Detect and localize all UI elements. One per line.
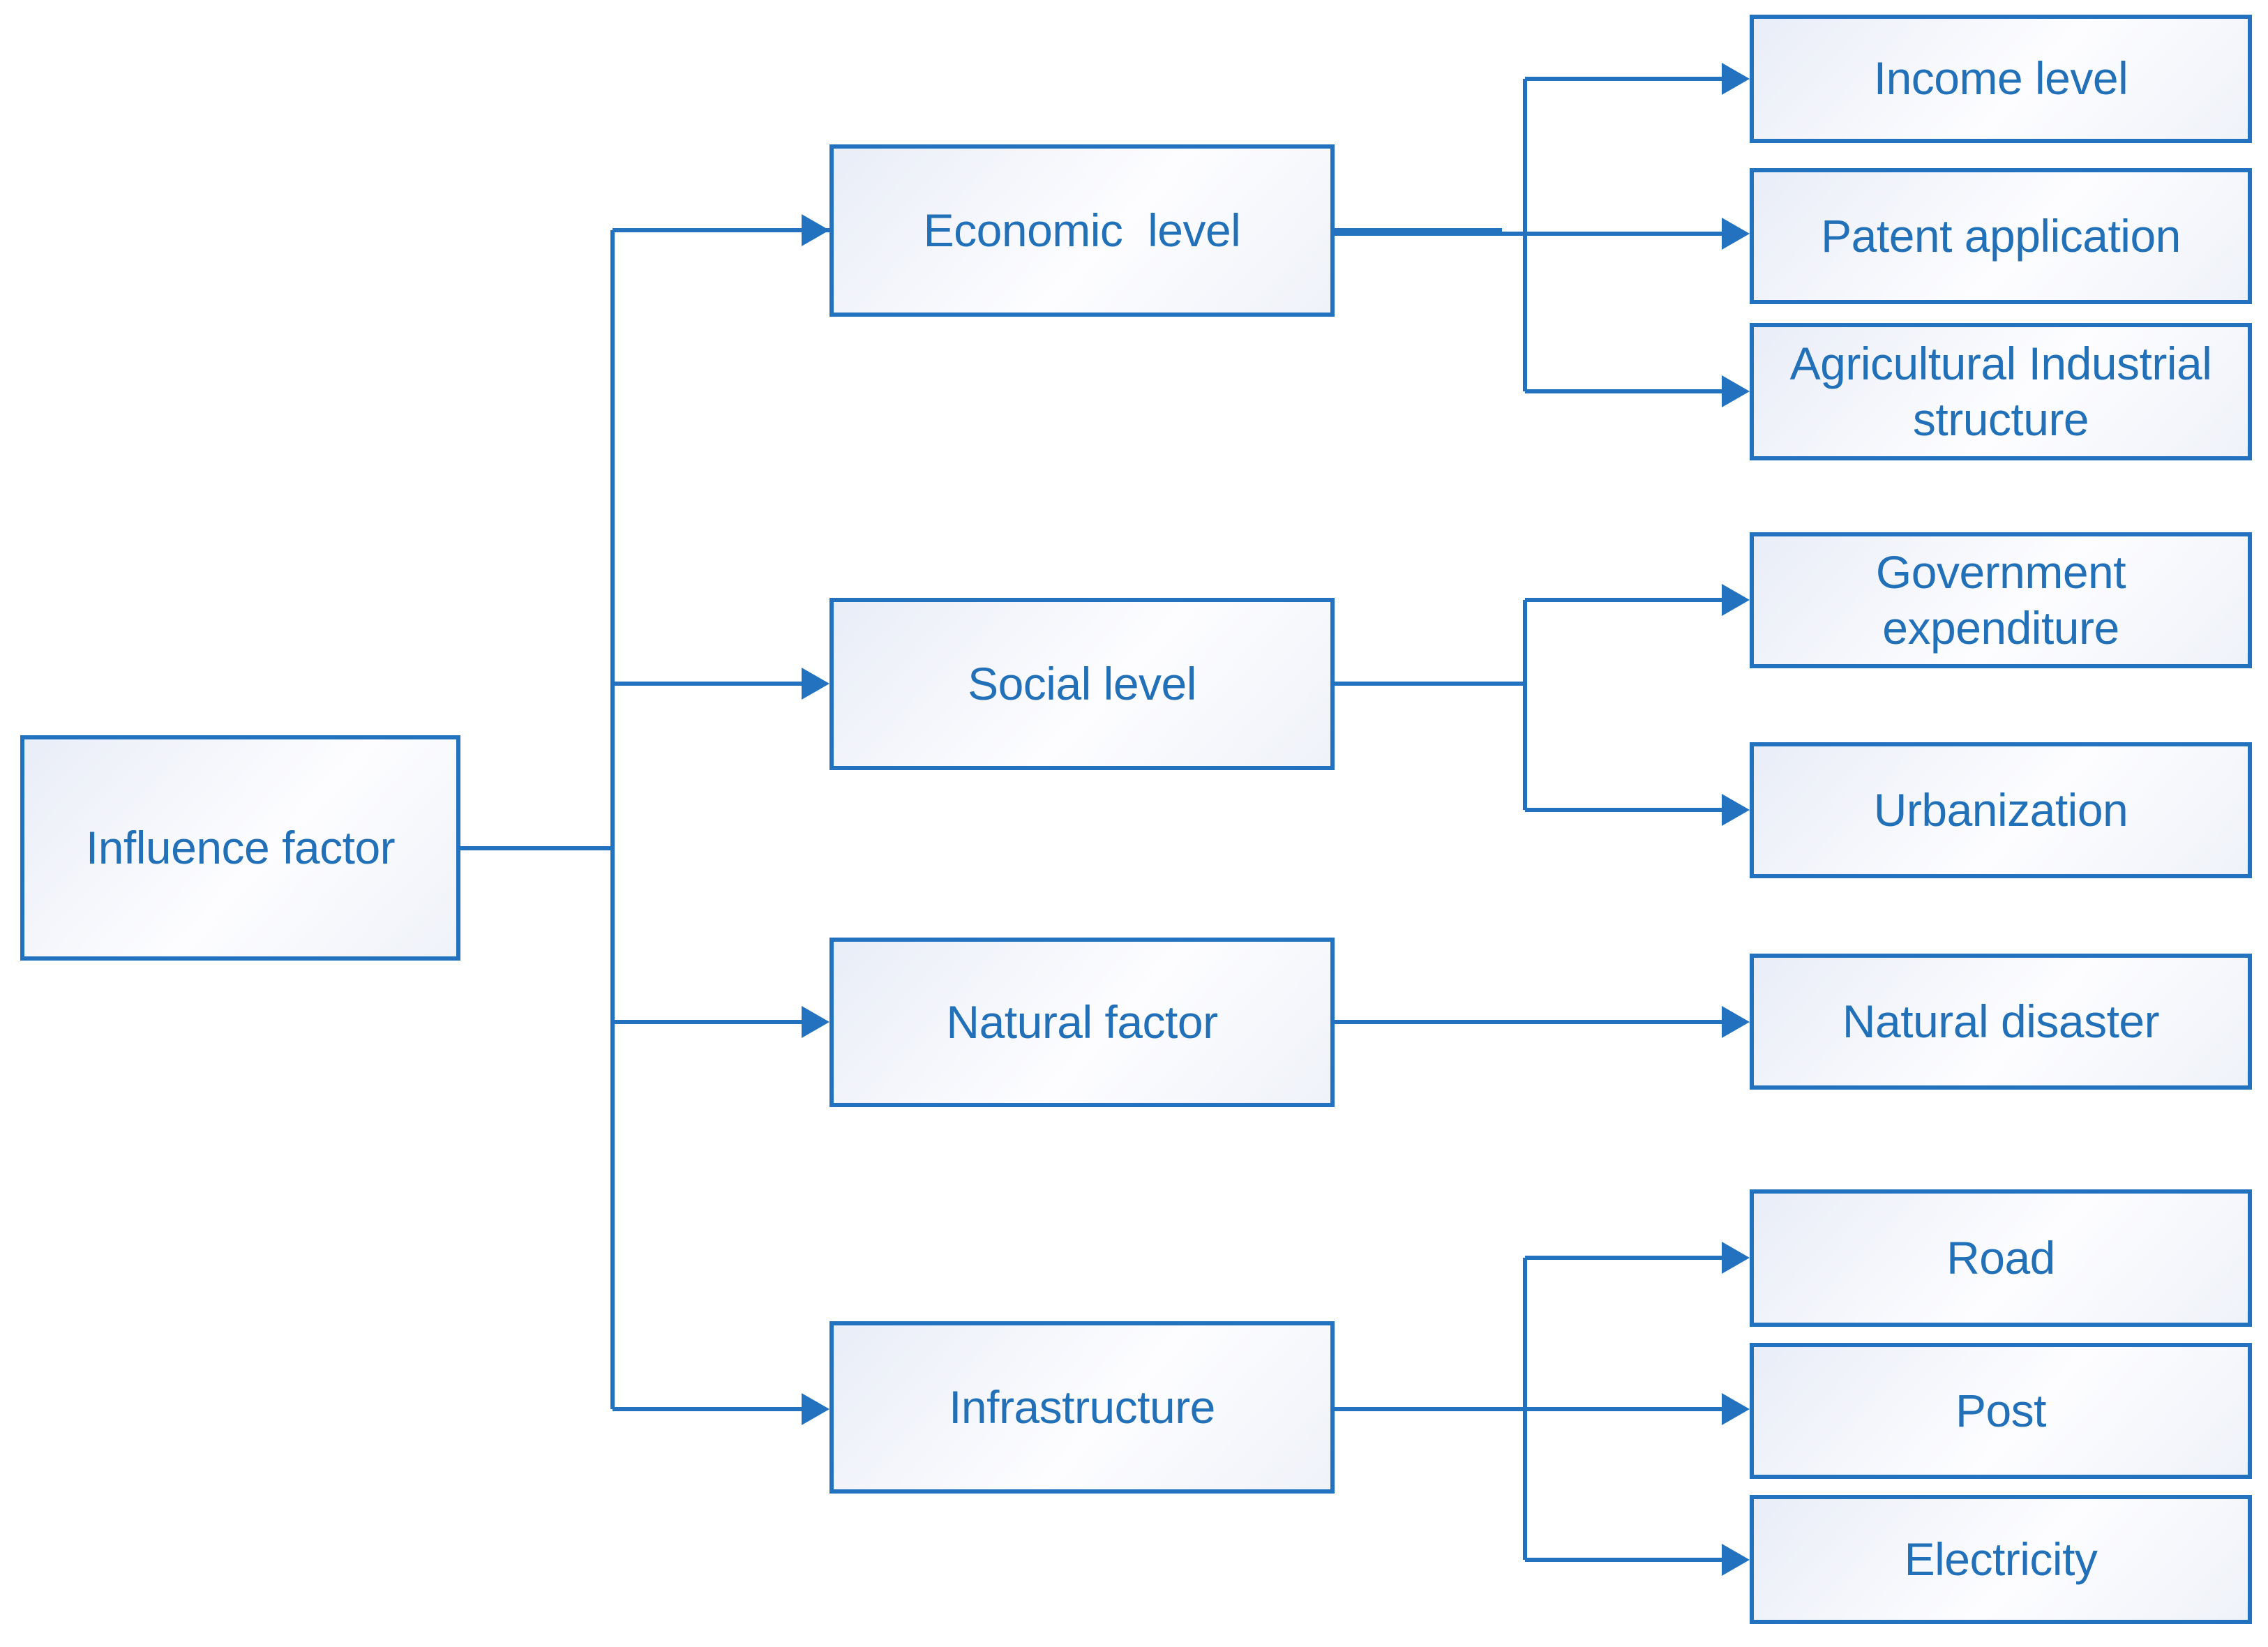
node-label: Income level: [1873, 52, 2128, 105]
node-label: Patent application: [1821, 209, 2181, 262]
economic-branch: [1335, 63, 1750, 407]
node-label: Natural disaster: [1842, 995, 2160, 1047]
node-urbanization: Urbanization: [1750, 742, 2252, 878]
arrowhead-agricultural: [1722, 375, 1750, 407]
arrowhead-disaster: [1722, 1006, 1750, 1038]
node-label: Urbanization: [1873, 783, 2128, 836]
node-label: Electricity: [1904, 1533, 2098, 1585]
node-label: Post: [1955, 1384, 2047, 1436]
natural-branch: [1335, 1006, 1750, 1038]
node-agricultural-industrial-structure: Agricultural Industrial structure: [1750, 323, 2252, 460]
infrastructure-branch: [1335, 1242, 1750, 1576]
node-label: Agricultural Industrial structure: [1789, 338, 2212, 445]
node-infrastructure: Infrastructure: [829, 1321, 1335, 1494]
arrowhead-urbanization: [1722, 794, 1750, 826]
node-economic-level: Economic level: [829, 144, 1335, 317]
arrowhead-natural: [802, 1006, 829, 1038]
node-government-expenditure: Government expenditure: [1750, 532, 2252, 668]
arrowhead-patent: [1722, 218, 1750, 250]
node-label: Influence factor: [85, 821, 396, 873]
social-branch: [1335, 584, 1750, 826]
node-label: Road: [1946, 1231, 2055, 1284]
root-branch: [460, 214, 1502, 1425]
node-natural-disaster: Natural disaster: [1750, 954, 2252, 1090]
arrowhead-post: [1722, 1393, 1750, 1425]
arrowhead-infrastructure: [802, 1393, 829, 1425]
arrowhead-electricity: [1722, 1544, 1750, 1576]
node-social-level: Social level: [829, 598, 1335, 770]
node-label: Economic level: [923, 204, 1241, 256]
node-electricity: Electricity: [1750, 1495, 2252, 1624]
node-influence-factor: Influence factor: [20, 735, 460, 961]
arrowhead-road: [1722, 1242, 1750, 1274]
arrowhead-social: [802, 668, 829, 700]
arrowhead-income: [1722, 63, 1750, 95]
node-post: Post: [1750, 1343, 2252, 1479]
node-label: Social level: [968, 657, 1196, 709]
node-label: Natural factor: [946, 995, 1218, 1048]
arrowhead-government: [1722, 584, 1750, 616]
node-income-level: Income level: [1750, 15, 2252, 143]
node-road: Road: [1750, 1189, 2252, 1327]
arrowhead-economic: [802, 214, 829, 246]
node-patent-application: Patent application: [1750, 168, 2252, 304]
node-label: Infrastructure: [949, 1381, 1215, 1433]
node-label: Government expenditure: [1875, 546, 2126, 654]
node-natural-factor: Natural factor: [829, 938, 1335, 1107]
